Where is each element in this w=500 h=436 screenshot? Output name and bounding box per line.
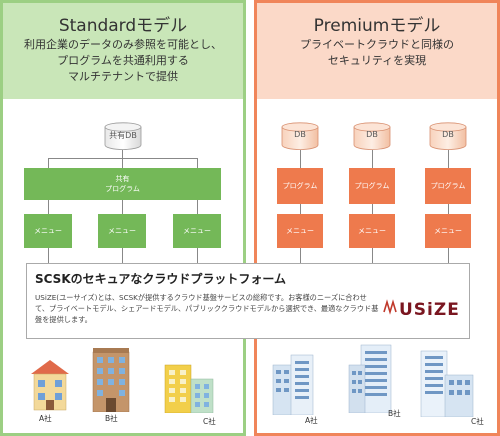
standard-description: 利用企業のデータのみ参照を可能とし、 プログラムを共通利用する マルチテナントで… [24, 38, 222, 83]
office-building-icon [272, 354, 314, 415]
premium-menu-box: メニュー [425, 214, 471, 248]
standard-menu-box: メニュー [24, 214, 72, 248]
db-icon: DB [353, 122, 391, 150]
standard-company-a-label: A社 [39, 414, 52, 423]
platform-title: SCSKのセキュアなクラウドプラットフォーム [35, 272, 287, 286]
premium-description: プライベートクラウドと同様の セキュリティを実現 [300, 38, 454, 67]
premium-program-box: プログラム [425, 168, 471, 204]
house-building-icon [31, 360, 69, 411]
db-icon: DB [281, 122, 319, 150]
standard-model-panel: Standardモデル 利用企業のデータのみ参照を可能とし、 プログラムを共通利… [0, 0, 246, 436]
db-label: DB [294, 130, 306, 139]
usize-logo: USiZE [383, 299, 460, 320]
standard-menu-box: メニュー [98, 214, 146, 248]
office-building-icon [348, 344, 392, 413]
standard-header: Standardモデル 利用企業のデータのみ参照を可能とし、 プログラムを共通利… [3, 3, 243, 99]
standard-title: Standardモデル [58, 16, 188, 36]
premium-menu-box: メニュー [277, 214, 323, 248]
premium-company-b-label: B社 [388, 409, 401, 418]
premium-title: Premiumモデル [313, 16, 441, 36]
standard-company-c-label: C社 [203, 417, 216, 426]
premium-program-box: プログラム [349, 168, 395, 204]
shared-db-label: 共有DB [109, 131, 137, 140]
db-icon: DB [429, 122, 467, 150]
db-label: DB [442, 130, 454, 139]
standard-company-b-label: B社 [105, 414, 118, 423]
office-building-icon [92, 348, 130, 412]
platform-box: SCSKのセキュアなクラウドプラットフォーム USiZE(ユーサイズ)とは、SC… [26, 263, 470, 339]
db-label: DB [366, 130, 378, 139]
premium-header: Premiumモデル プライベートクラウドと同様の セキュリティを実現 [257, 3, 497, 99]
office-building-icon [164, 364, 214, 413]
premium-model-panel: Premiumモデル プライベートクラウドと同様の セキュリティを実現 DB D… [254, 0, 500, 436]
shared-program-box: 共有 プログラム [24, 168, 221, 200]
office-building-icon [420, 350, 474, 417]
svg-text:USiZE: USiZE [399, 300, 460, 320]
standard-menu-box: メニュー [173, 214, 221, 248]
platform-description: USiZE(ユーサイズ)とは、SCSKが提供するクラウド基盤サービスの総称です。… [35, 293, 379, 324]
premium-program-box: プログラム [277, 168, 323, 204]
premium-company-a-label: A社 [305, 416, 318, 425]
premium-company-c-label: C社 [471, 417, 484, 426]
premium-menu-box: メニュー [349, 214, 395, 248]
shared-db-icon: 共有DB [104, 122, 142, 150]
